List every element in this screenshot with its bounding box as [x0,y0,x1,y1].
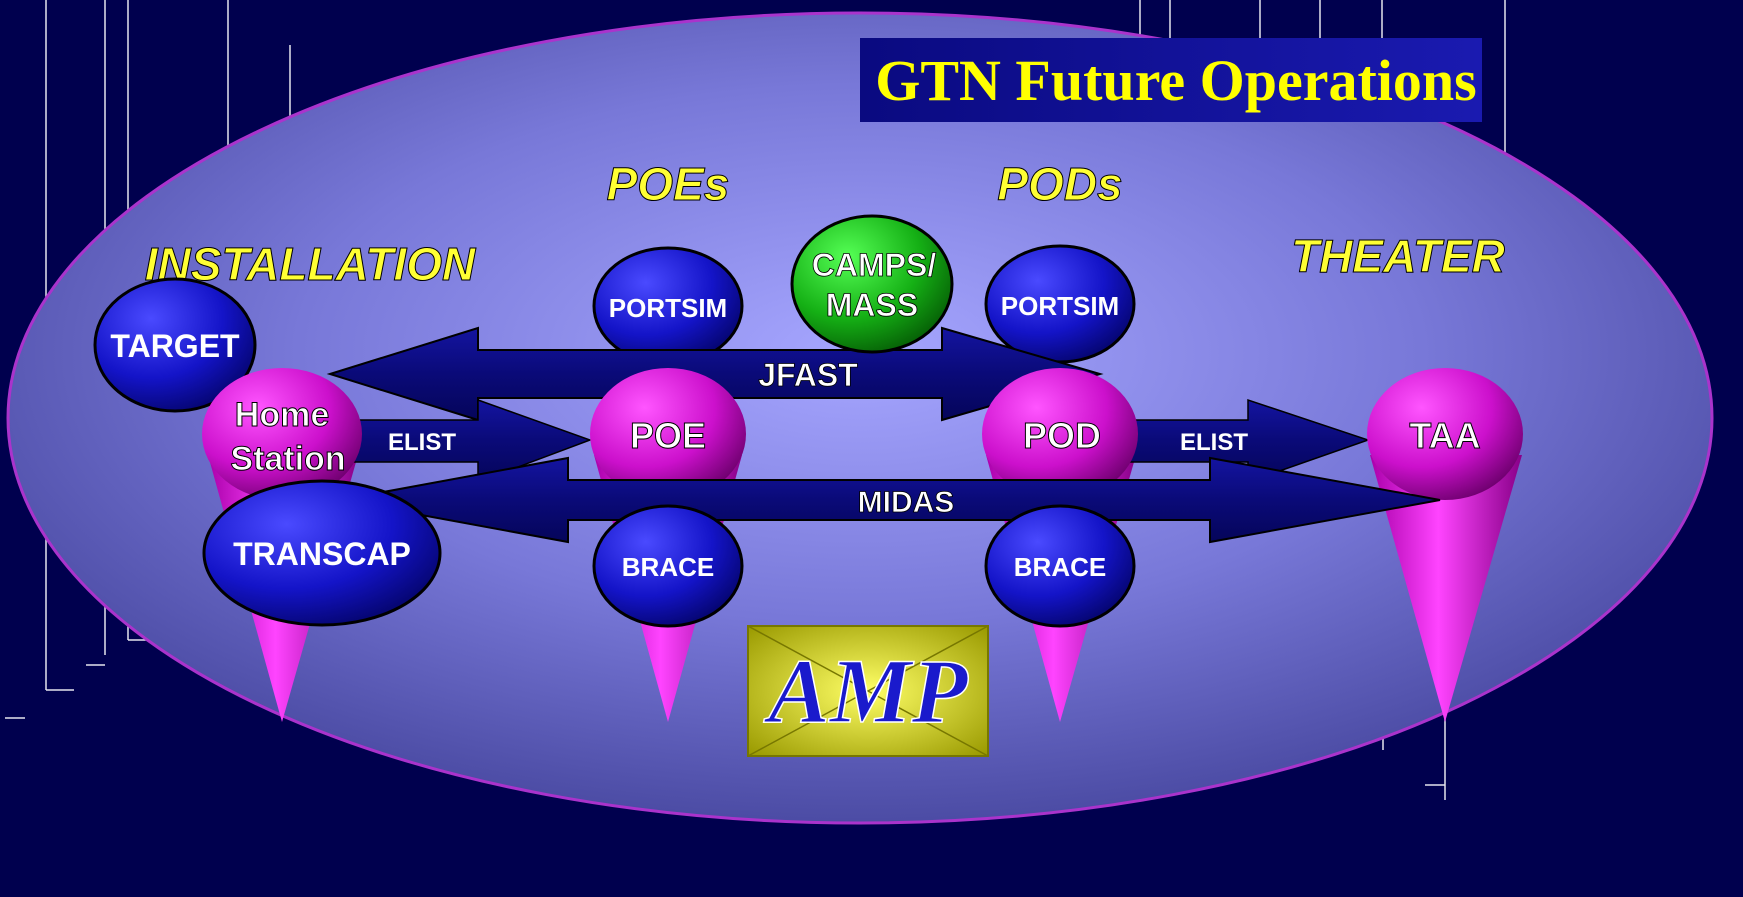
page-title: GTN Future Operations [875,48,1477,113]
home-label-line1: Home [235,396,329,434]
pod-node: POD [982,368,1138,500]
poe-label: POE [630,415,706,456]
portsim-poe-label: PORTSIM [609,293,727,323]
brace-poe-label: BRACE [622,552,714,582]
camps-label-line1: CAMPS/ [812,247,937,283]
transcap-label: TRANSCAP [233,536,411,572]
theater-label: THEATER [1291,230,1505,282]
jfast-label: JFAST [758,357,858,393]
midas-arrow: MIDAS [339,456,1441,544]
target-node: TARGET [93,277,257,413]
poes-label: POEs [607,158,730,210]
transcap-node: TRANSCAP [202,479,442,627]
camps-label-line2: MASS [826,287,918,323]
midas-label: MIDAS [858,486,955,519]
brace-pod-node: BRACE [984,504,1136,628]
portsim-pod-label: PORTSIM [1001,291,1119,321]
elist-right-label: ELIST [1180,429,1248,456]
poe-node: POE [590,368,746,500]
taa-cone [1370,455,1522,722]
elist-left-label: ELIST [388,429,456,456]
brace-pod-label: BRACE [1014,552,1106,582]
taa-label: TAA [1409,415,1480,456]
pod-label: POD [1023,415,1101,456]
title-banner [860,38,1482,122]
portsim-pod-node: PORTSIM [984,244,1136,364]
pods-label: PODs [997,158,1122,210]
portsim-poe-node: PORTSIM [592,246,744,366]
home-station-node: Home Station [202,368,362,500]
camps-mass-node: CAMPS/ MASS [790,214,954,354]
amp-logo: AMP [747,625,989,757]
elist-right-arrow: ELIST [1129,398,1371,484]
taa-node: TAA [1367,368,1523,500]
operations-oval [6,11,1714,825]
amp-logo-text: AMP [763,640,968,742]
elist-left-arrow: ELIST [349,398,593,484]
brace-poe-node: BRACE [592,504,744,628]
target-label: TARGET [110,328,240,364]
home-label-line2: Station [230,440,345,478]
